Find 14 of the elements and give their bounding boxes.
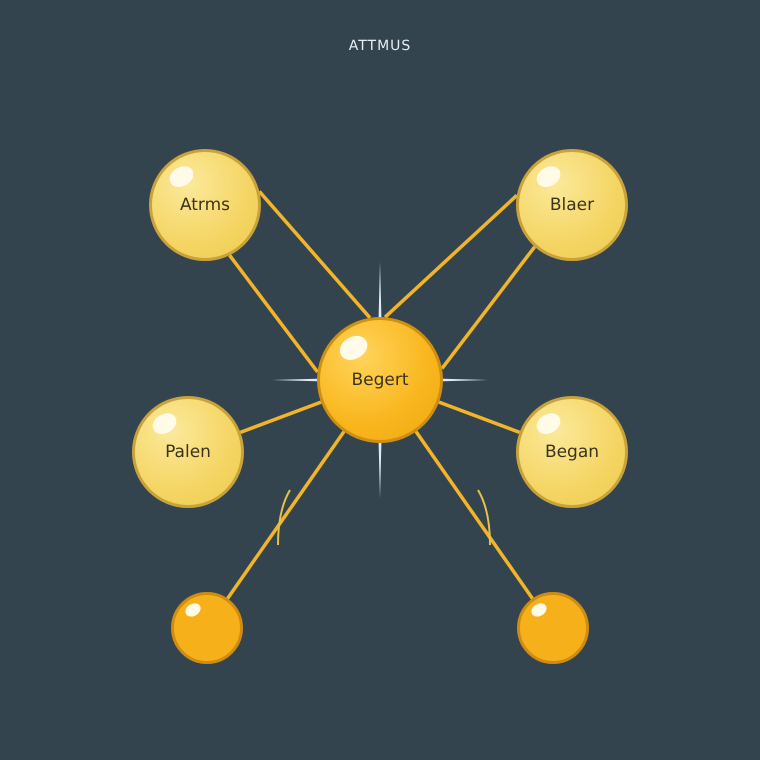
connector-line: [258, 190, 372, 319]
connector-line: [438, 400, 520, 434]
node-label: Began: [544, 442, 600, 462]
connector-line: [226, 430, 346, 600]
connector-line: [384, 194, 518, 318]
node-label: Palen: [165, 442, 211, 462]
diagram-title: ATTMUS: [348, 38, 412, 54]
node-label: Blaer: [550, 195, 594, 215]
node-label: Begert: [351, 370, 409, 390]
connector-line: [240, 400, 322, 434]
connector-line: [414, 430, 534, 600]
node-label: Atrms: [180, 195, 230, 215]
connector-line: [228, 254, 319, 373]
connector-line: [440, 246, 536, 370]
